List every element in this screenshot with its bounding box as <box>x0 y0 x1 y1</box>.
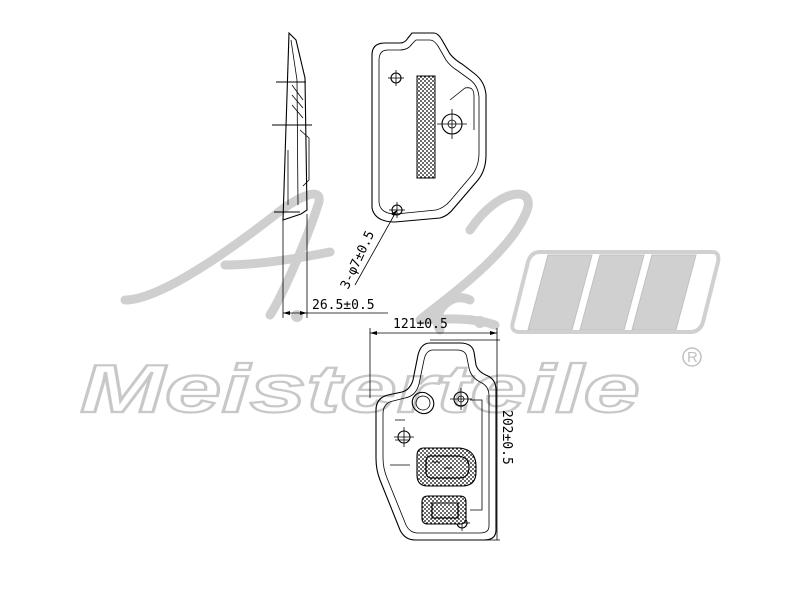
side-view <box>272 31 388 318</box>
watermark-registered-text: R <box>687 349 698 366</box>
front-view-mesh-1 <box>416 447 477 487</box>
watermark: Meisterteile R <box>79 189 721 428</box>
watermark-dot <box>474 316 486 328</box>
dim-height: 202±0.5 <box>499 410 514 465</box>
watermark-stripes-logo <box>510 250 721 334</box>
dim-thickness: 26.5±0.5 <box>312 298 375 313</box>
front-view <box>369 328 500 541</box>
top-view-mesh <box>416 75 436 179</box>
front-view-mesh-2 <box>421 495 467 525</box>
watermark-initials-shape <box>120 189 533 330</box>
watermark-initials-shape <box>432 293 475 335</box>
dim-hole: 3-φ7±0.5 <box>338 229 378 292</box>
top-view <box>354 32 487 286</box>
watermark-registered-mark <box>682 347 702 367</box>
dim-width: 121±0.5 <box>393 317 448 332</box>
watermark-brand: Meisterteile <box>80 351 640 427</box>
